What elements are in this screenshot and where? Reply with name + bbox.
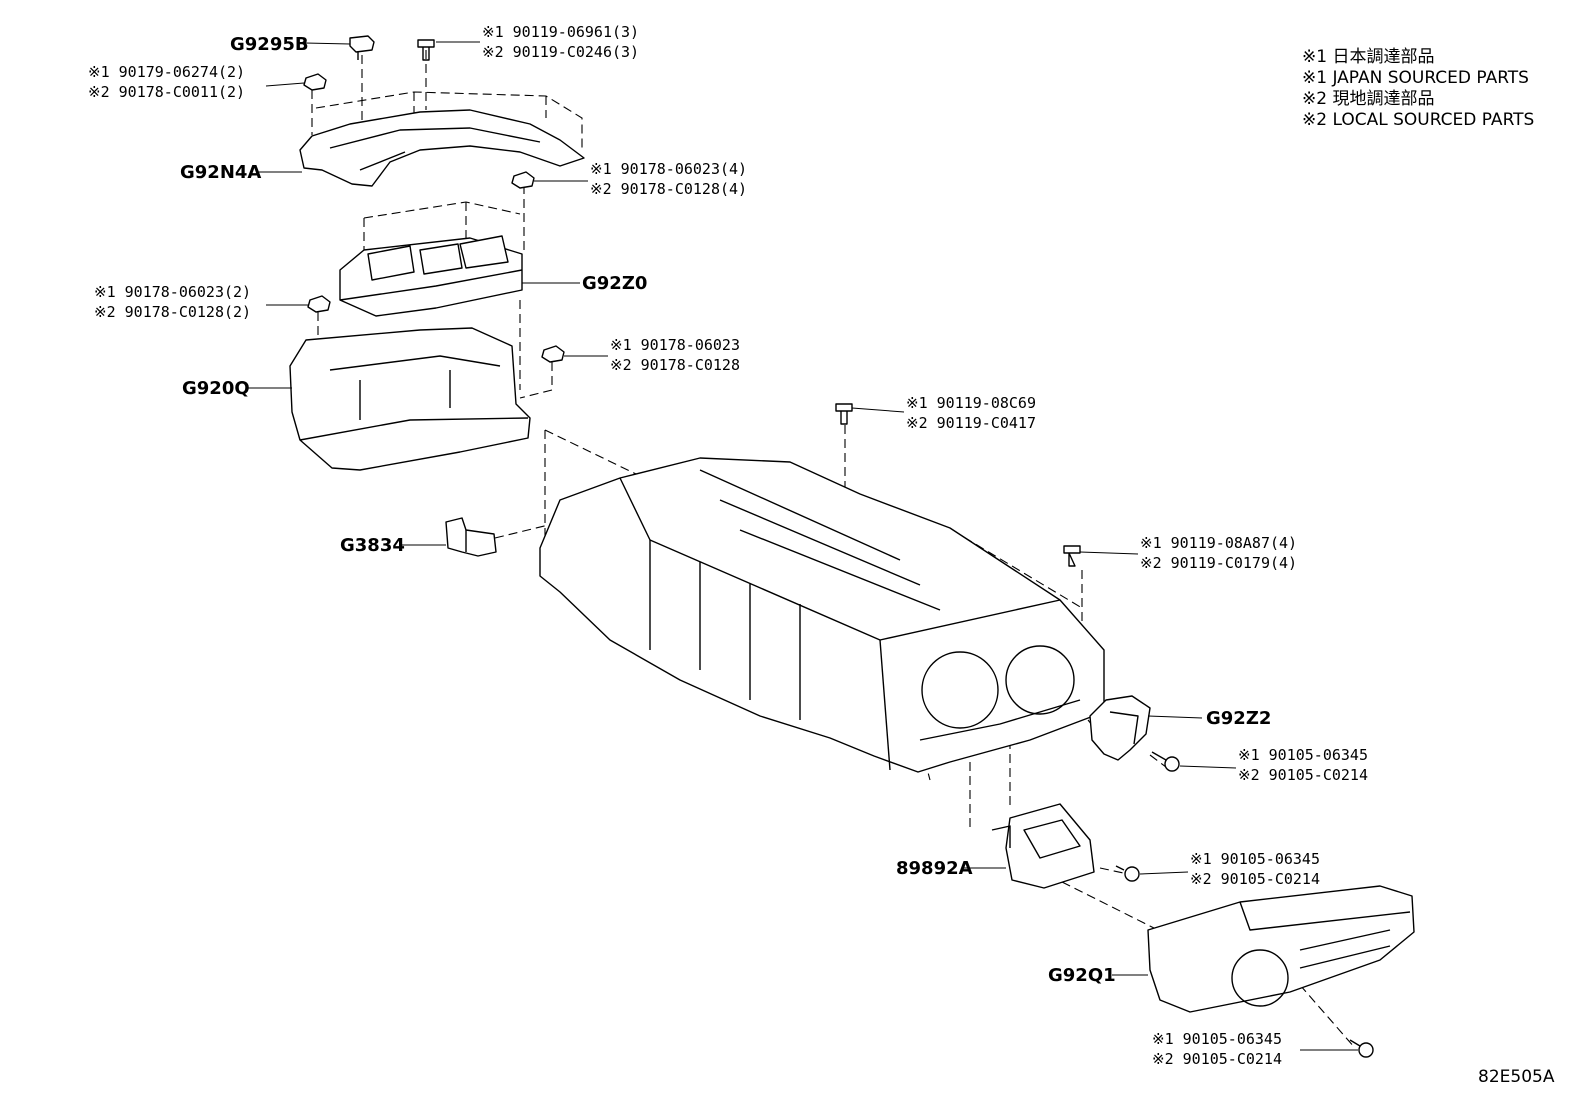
- cover-g92n4a-drawing: [299, 109, 585, 187]
- part-numbers: ※1 90119-06961(3) ※2 90119-C0246(3) ※1 9…: [88, 23, 1368, 1068]
- callout-g92q1: G92Q1: [1048, 965, 1116, 986]
- nut-cover-right-drawing: [511, 171, 535, 189]
- legend: ※1 日本調達部品 ※1 JAPAN SOURCED PARTS ※2 現地調達…: [1302, 47, 1534, 130]
- nut-mid-right-drawing: [541, 345, 565, 363]
- callout-g92n4a: G92N4A: [180, 162, 261, 183]
- pn-nut-cover-right-1: ※1 90178-06023(4): [590, 160, 747, 178]
- legend-line-4: ※2 LOCAL SOURCED PARTS: [1302, 110, 1534, 130]
- pn-screw-bottom-2: ※2 90105-C0214: [1152, 1050, 1282, 1068]
- pn-screw-g92z2-1: ※1 90105-06345: [1238, 746, 1368, 764]
- pn-bolt-right-1: ※1 90119-08A87(4): [1140, 534, 1297, 552]
- screw-g92z2-drawing: [1151, 751, 1180, 772]
- pn-nut-mid-right-2: ※2 90178-C0128: [610, 356, 740, 374]
- callout-labels: G9295B G92N4A G92Z0 G920Q G3834 G92Z2 89…: [180, 34, 1271, 986]
- pn-nut-top-left-1: ※1 90179-06274(2): [88, 63, 245, 81]
- pn-screw-89892a-1: ※1 90105-06345: [1190, 850, 1320, 868]
- pn-bolt-top-2: ※2 90119-C0246(3): [482, 43, 639, 61]
- legend-line-3: ※2 現地調達部品: [1302, 89, 1434, 109]
- nut-mid-left-drawing: [307, 295, 331, 313]
- legend-line-1: ※1 日本調達部品: [1302, 47, 1434, 67]
- pn-bolt-right-2: ※2 90119-C0179(4): [1140, 554, 1297, 572]
- screw-bottom-drawing: [1349, 1039, 1374, 1058]
- bolt-center-drawing: [835, 403, 853, 425]
- bracket-g3834-drawing: [445, 517, 497, 557]
- junction-block-g92q1-drawing: [1147, 885, 1415, 1013]
- battery-assembly-drawing: [539, 457, 1105, 773]
- ecu-89892a-drawing: [991, 803, 1095, 889]
- callout-g920q: G920Q: [182, 378, 250, 399]
- screw-89892a-drawing: [1115, 865, 1140, 882]
- callout-g3834: G3834: [340, 535, 405, 556]
- pn-nut-mid-right-1: ※1 90178-06023: [610, 336, 740, 354]
- pn-bolt-top-1: ※1 90119-06961(3): [482, 23, 639, 41]
- nut-top-left-drawing: [303, 73, 327, 91]
- pn-screw-bottom-1: ※1 90105-06345: [1152, 1030, 1282, 1048]
- pn-nut-mid-left-1: ※1 90178-06023(2): [94, 283, 251, 301]
- pn-screw-g92z2-2: ※2 90105-C0214: [1238, 766, 1368, 784]
- pn-nut-cover-right-2: ※2 90178-C0128(4): [590, 180, 747, 198]
- figure-code: 82E505A: [1478, 1067, 1555, 1087]
- relay-block-g92z0-drawing: [339, 235, 523, 317]
- cover-g92z2-drawing: [1089, 695, 1151, 761]
- pn-bolt-center-1: ※1 90119-08C69: [906, 394, 1036, 412]
- pn-bolt-center-2: ※2 90119-C0417: [906, 414, 1036, 432]
- callout-g92z2: G92Z2: [1206, 708, 1271, 729]
- tray-g920q-drawing: [289, 327, 531, 471]
- callout-g92z0: G92Z0: [582, 273, 647, 294]
- bolt-top-drawing: [417, 39, 435, 61]
- callout-g9295b: G9295B: [230, 34, 309, 55]
- pn-nut-mid-left-2: ※2 90178-C0128(2): [94, 303, 251, 321]
- callout-89892a: 89892A: [896, 858, 973, 879]
- pn-nut-top-left-2: ※2 90178-C0011(2): [88, 83, 245, 101]
- legend-line-2: ※1 JAPAN SOURCED PARTS: [1302, 68, 1529, 88]
- pn-screw-89892a-2: ※2 90105-C0214: [1190, 870, 1320, 888]
- sensor-g9295b-drawing: [349, 35, 375, 60]
- leader-lines: [246, 41, 1358, 1051]
- bolt-right-drawing: [1063, 545, 1081, 567]
